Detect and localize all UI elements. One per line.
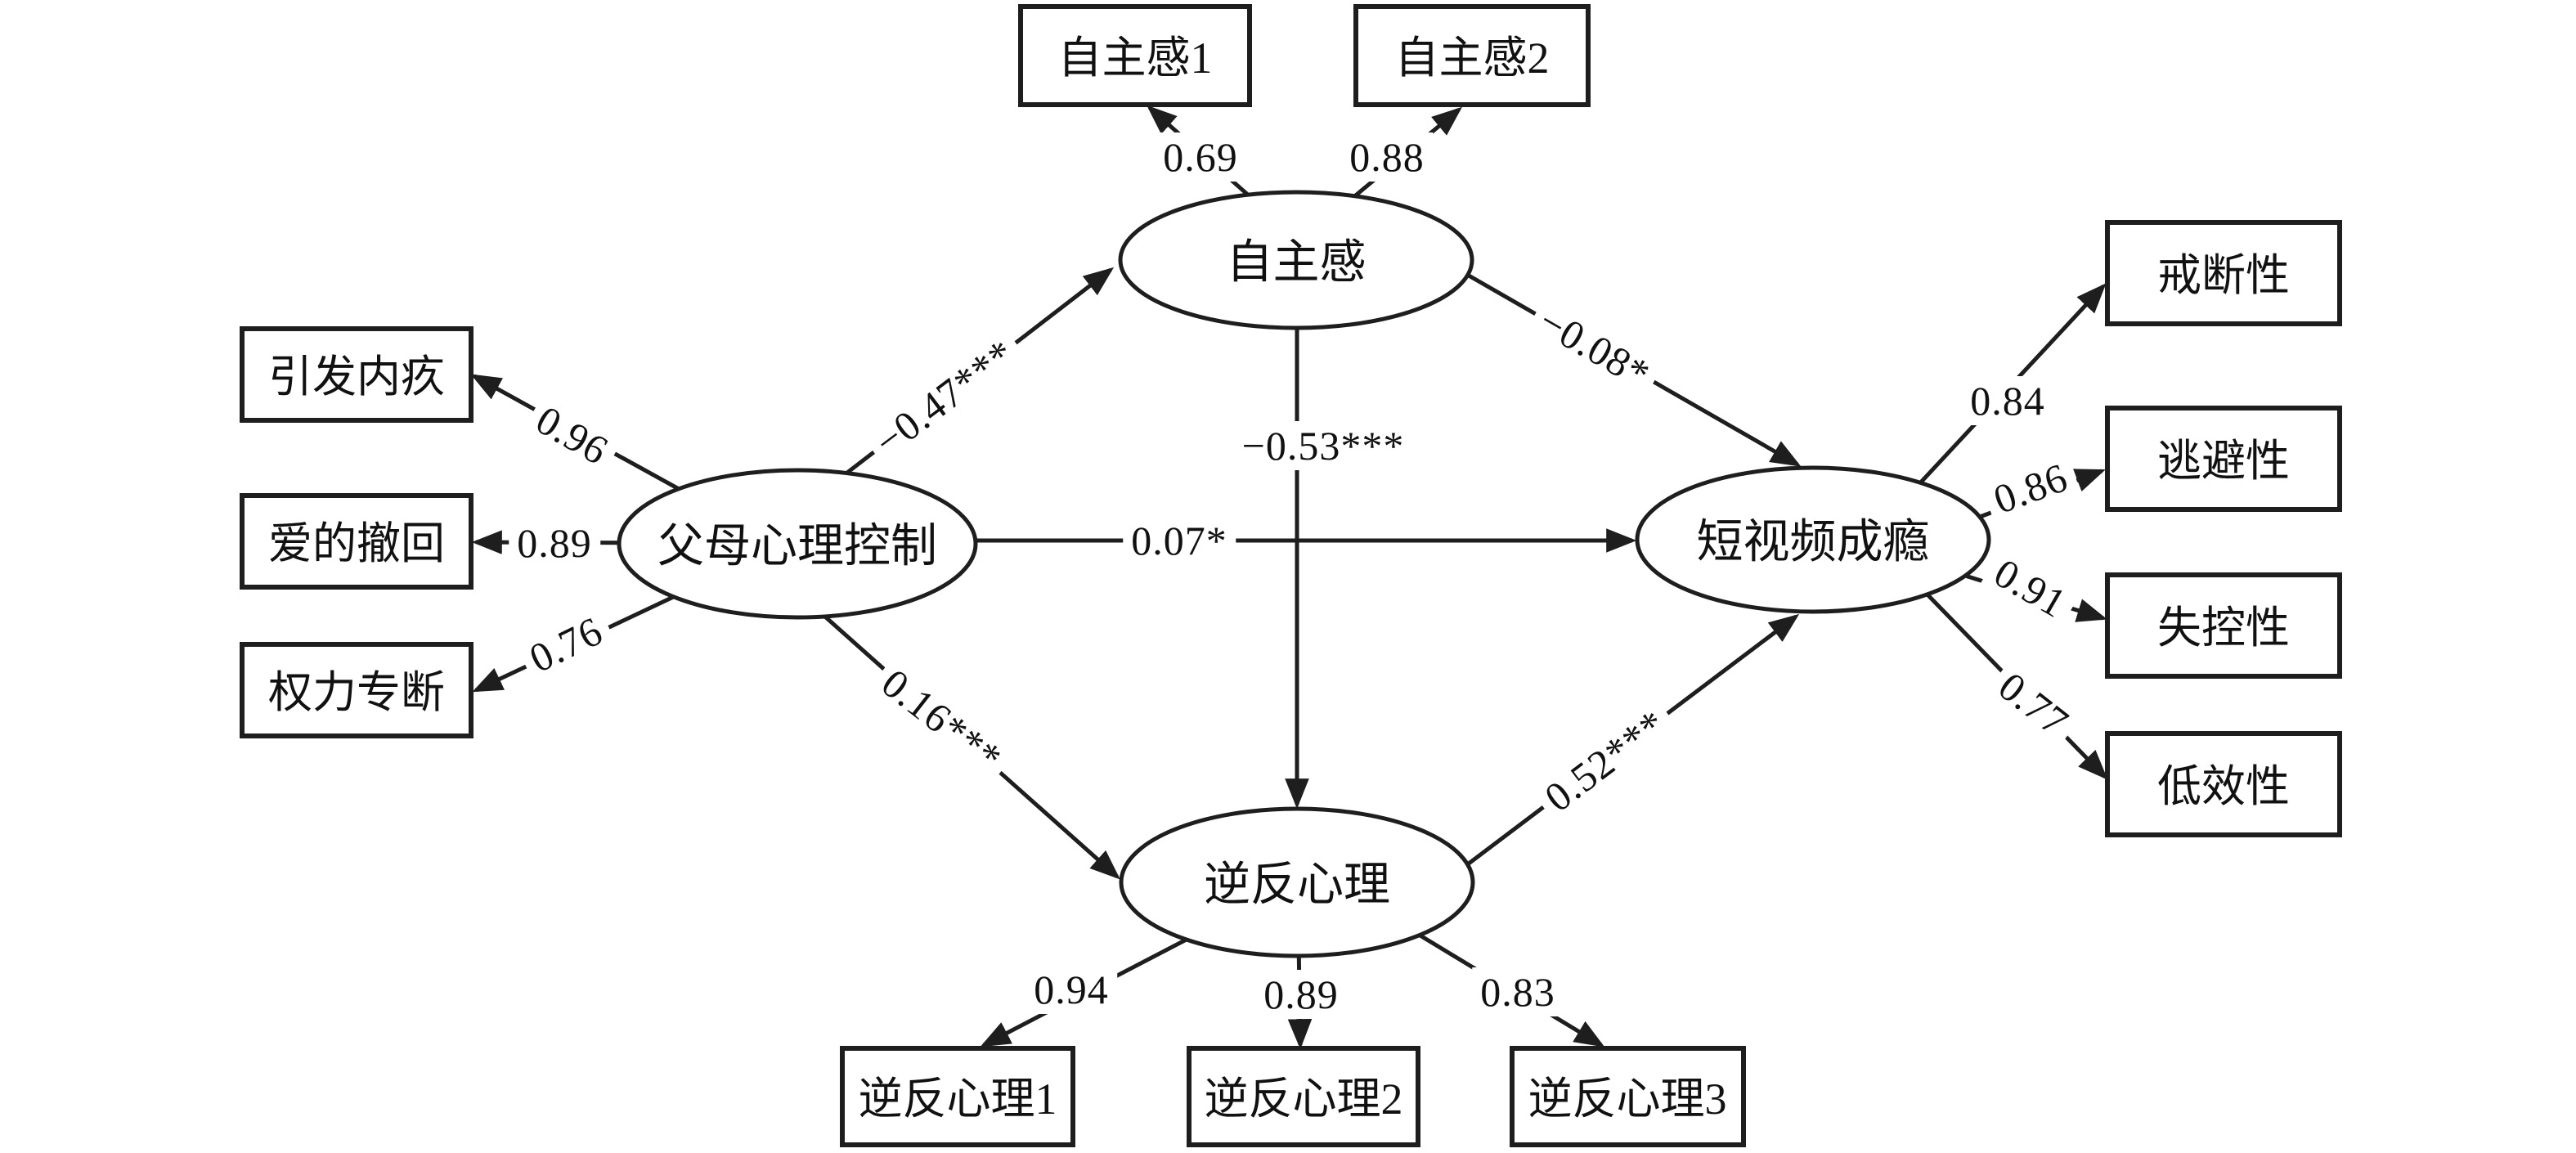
observed-guilt-label: 引发内疚 (268, 352, 445, 402)
loading-value-rebel3: 0.83 (1472, 967, 1564, 1016)
path-coef-parent-to-addiction: 0.07* (1123, 516, 1236, 565)
path-coef-autonomy-to-rebel: −0.53*** (1233, 421, 1413, 470)
observed-rebel3-box (1510, 1046, 1746, 1147)
observed-autonomy1-label: 自主感1 (1058, 34, 1213, 83)
observed-loss-of-control-box (2105, 572, 2342, 679)
observed-autonomy1-box (1018, 4, 1252, 107)
observed-withdrawal-label: 戒断性 (2157, 251, 2290, 300)
loading-value-autonomy2: 0.88 (1341, 132, 1433, 182)
latent-rebellious-ellipse (1119, 806, 1475, 958)
observed-guilt-box (240, 326, 473, 423)
latent-autonomy-label: 自主感 (1227, 237, 1367, 289)
observed-love-withdrawal-box (240, 493, 473, 590)
loading-value-autonomy1: 0.69 (1155, 132, 1246, 182)
latent-autonomy-ellipse (1118, 190, 1474, 330)
latent-addiction-ellipse (1635, 465, 1991, 614)
observed-autonomy2-box (1353, 4, 1591, 107)
observed-authority-label: 权力专断 (268, 668, 445, 717)
latent-parental-control-ellipse (617, 468, 978, 620)
observed-escape-box (2105, 406, 2342, 512)
observed-autonomy2-label: 自主感2 (1395, 34, 1550, 83)
loading-value-love-withdrawal: 0.89 (509, 518, 600, 568)
latent-parental-control-label: 父母心理控制 (657, 521, 937, 572)
loading-value-withdrawal: 0.84 (1962, 376, 2053, 425)
loading-value-rebel2: 0.89 (1255, 970, 1347, 1019)
observed-rebel2-box (1187, 1046, 1420, 1147)
loading-value-rebel1: 0.94 (1025, 965, 1117, 1014)
observed-love-withdrawal-label: 爱的撤回 (268, 519, 445, 568)
observed-withdrawal-box (2105, 220, 2342, 326)
observed-rebel2-label: 逆反心理2 (1205, 1074, 1403, 1124)
observed-authority-box (240, 642, 473, 738)
observed-inefficiency-label: 低效性 (2157, 762, 2290, 811)
latent-rebellious-label: 逆反心理 (1204, 859, 1390, 911)
observed-rebel3-label: 逆反心理3 (1528, 1074, 1727, 1124)
observed-rebel1-label: 逆反心理1 (859, 1074, 1057, 1124)
observed-escape-label: 逃避性 (2157, 437, 2290, 486)
observed-loss-of-control-label: 失控性 (2157, 603, 2290, 653)
observed-rebel1-box (840, 1046, 1075, 1147)
latent-addiction-label: 短视频成瘾 (1697, 517, 1930, 568)
observed-inefficiency-box (2105, 731, 2342, 837)
